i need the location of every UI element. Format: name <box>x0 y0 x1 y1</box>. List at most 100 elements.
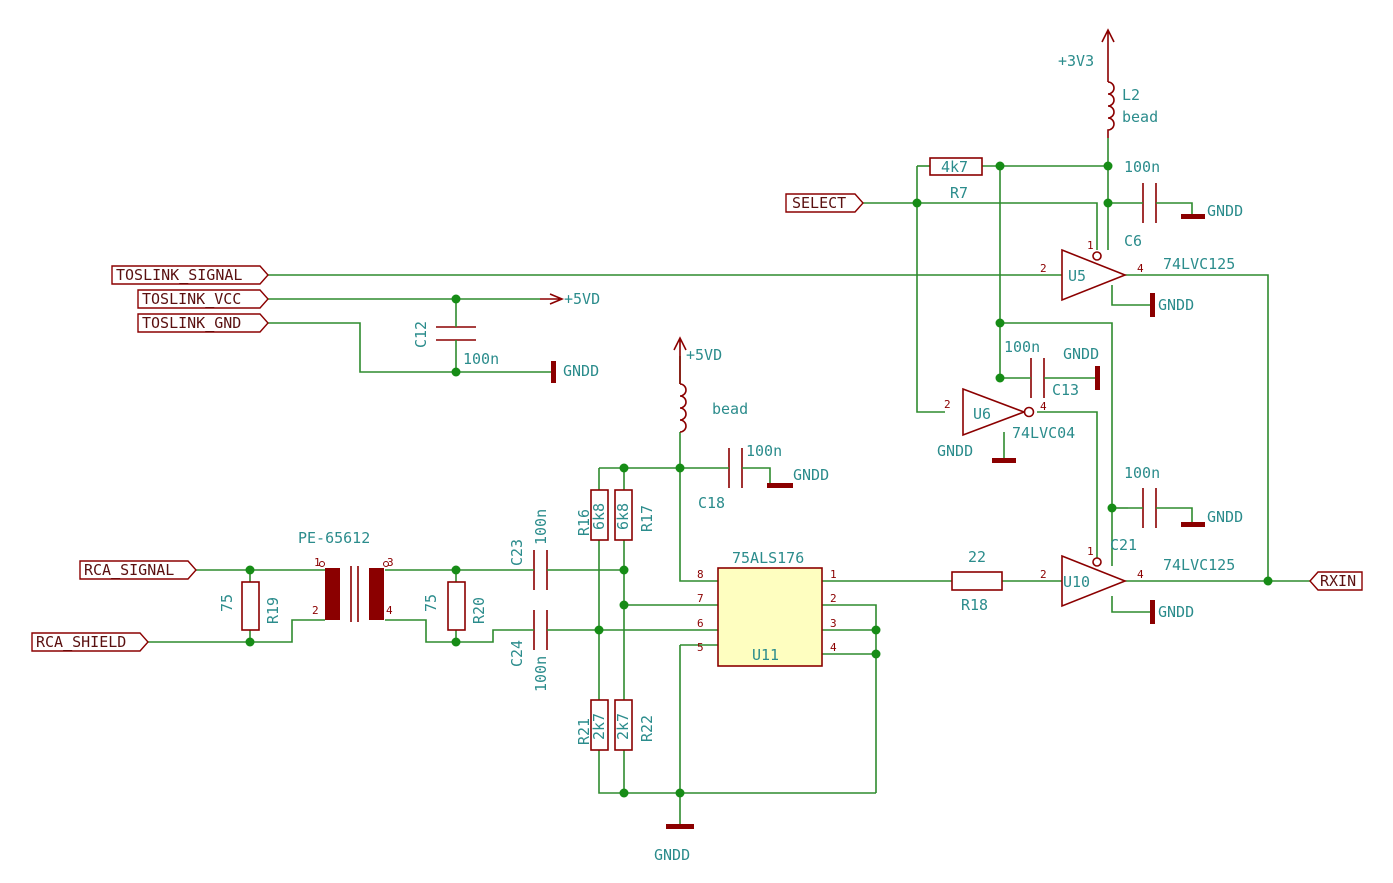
svg-text:RCA_SHIELD: RCA_SHIELD <box>36 633 126 651</box>
buffer-u10: U10 74LVC125 2 4 1 <box>1040 545 1235 608</box>
toslink-gnd-label[interactable]: TOSLINK_GND <box>137 313 269 333</box>
svg-text:RCA_SIGNAL: RCA_SIGNAL <box>84 561 174 579</box>
capacitor-c13: 100n C13 <box>1004 338 1079 399</box>
resistor-r7: 4k7 R7 <box>929 157 983 202</box>
svg-text:6k8: 6k8 <box>614 503 632 530</box>
gnd-symbols: GNDD GNDD GNDD GNDD GNDD GNDD GNDD GNDD … <box>551 202 1243 864</box>
resistor-r22: 2k7 R22 <box>614 699 656 751</box>
svg-text:2: 2 <box>944 398 951 411</box>
rca-signal-label[interactable]: RCA_SIGNAL <box>79 560 197 580</box>
capacitor-c24: C24 100n <box>508 610 552 692</box>
resistor-r18: 22 R18 <box>951 548 1003 614</box>
toslink-vcc-label[interactable]: TOSLINK_VCC <box>137 289 269 309</box>
svg-text:TOSLINK_VCC: TOSLINK_VCC <box>142 290 241 308</box>
svg-text:C13: C13 <box>1052 381 1079 399</box>
inductor-bead-5vd: bead <box>679 383 748 433</box>
svg-text:U6: U6 <box>973 405 991 423</box>
svg-text:100n: 100n <box>532 656 550 692</box>
capacitor-c6: 100n C6 <box>1124 158 1170 250</box>
svg-text:U10: U10 <box>1063 573 1090 591</box>
resistor-r19: 75 R19 <box>218 581 282 631</box>
resistor-r17: 6k8 R17 <box>614 489 656 541</box>
svg-text:74LVC125: 74LVC125 <box>1163 255 1235 273</box>
capacitor-c12: C12 100n <box>412 321 499 368</box>
svg-text:74LVC125: 74LVC125 <box>1163 556 1235 574</box>
inverter-u6: U6 74LVC04 2 4 <box>944 387 1075 442</box>
junctions <box>245 161 1273 798</box>
svg-text:2: 2 <box>830 592 837 605</box>
toslink-signal-label[interactable]: TOSLINK_SIGNAL <box>111 265 269 285</box>
svg-text:GNDD: GNDD <box>1063 345 1099 363</box>
svg-text:C6: C6 <box>1124 232 1142 250</box>
svg-text:+3V3: +3V3 <box>1058 52 1094 70</box>
svg-text:C21: C21 <box>1110 536 1137 554</box>
rca-shield-label[interactable]: RCA_SHIELD <box>31 632 149 652</box>
svg-text:75ALS176: 75ALS176 <box>732 549 804 567</box>
svg-text:3: 3 <box>830 617 837 630</box>
svg-text:2: 2 <box>1040 568 1047 581</box>
svg-text:1: 1 <box>314 556 321 569</box>
svg-text:L2: L2 <box>1122 86 1140 104</box>
svg-text:5: 5 <box>697 641 704 654</box>
svg-text:R22: R22 <box>638 715 656 742</box>
svg-text:2k7: 2k7 <box>614 713 632 740</box>
svg-text:R7: R7 <box>950 184 968 202</box>
svg-text:R21: R21 <box>575 718 593 745</box>
svg-text:1: 1 <box>1087 545 1094 558</box>
svg-text:GNDD: GNDD <box>937 442 973 460</box>
power-5vd-arrow-a: +5VD <box>540 290 600 308</box>
svg-text:2: 2 <box>312 604 319 617</box>
inductor-l2: L2 bead <box>1107 81 1158 138</box>
svg-text:+5VD: +5VD <box>564 290 600 308</box>
svg-text:C24: C24 <box>508 640 526 667</box>
svg-text:4: 4 <box>830 641 837 654</box>
svg-text:C23: C23 <box>508 539 526 566</box>
svg-text:GNDD: GNDD <box>1158 603 1194 621</box>
ic-u11: 75ALS176 U11 8 7 6 5 1 2 3 4 <box>697 549 837 667</box>
svg-text:4: 4 <box>1040 400 1047 413</box>
svg-text:100n: 100n <box>463 350 499 368</box>
svg-text:C18: C18 <box>698 494 725 512</box>
svg-text:TOSLINK_SIGNAL: TOSLINK_SIGNAL <box>116 266 242 284</box>
capacitor-c21: 100n C21 <box>1110 464 1170 554</box>
svg-text:2k7: 2k7 <box>590 713 608 740</box>
svg-text:+5VD: +5VD <box>686 346 722 364</box>
svg-text:R20: R20 <box>470 597 488 624</box>
svg-text:6k8: 6k8 <box>590 503 608 530</box>
svg-text:22: 22 <box>968 548 986 566</box>
svg-text:U11: U11 <box>752 646 779 664</box>
svg-text:100n: 100n <box>1004 338 1040 356</box>
svg-text:100n: 100n <box>1124 158 1160 176</box>
power-5vd-arrow-b: +5VD <box>673 336 722 384</box>
svg-text:GNDD: GNDD <box>563 362 599 380</box>
select-label[interactable]: SELECT <box>785 193 864 213</box>
svg-text:U5: U5 <box>1068 267 1086 285</box>
transformer-pe65612: PE-65612 1 2 3 4 <box>298 529 394 622</box>
svg-text:GNDD: GNDD <box>1207 508 1243 526</box>
svg-text:4: 4 <box>1137 568 1144 581</box>
resistor-r16: R16 6k8 <box>575 489 609 541</box>
svg-text:bead: bead <box>712 400 748 418</box>
resistor-r20: 75 R20 <box>422 581 488 631</box>
svg-text:TOSLINK_GND: TOSLINK_GND <box>142 314 241 332</box>
svg-text:75: 75 <box>422 594 440 612</box>
capacitor-c23: C23 100n <box>508 509 552 590</box>
svg-text:100n: 100n <box>1124 464 1160 482</box>
svg-text:100n: 100n <box>532 509 550 545</box>
rxin-label[interactable]: RXIN <box>1309 571 1363 591</box>
buffer-u5: U5 74LVC125 2 4 1 <box>1040 239 1235 302</box>
svg-text:R18: R18 <box>961 596 988 614</box>
svg-text:GNDD: GNDD <box>793 466 829 484</box>
svg-text:R17: R17 <box>638 505 656 532</box>
svg-text:2: 2 <box>1040 262 1047 275</box>
svg-text:GNDD: GNDD <box>1158 296 1194 314</box>
resistor-r21: R21 2k7 <box>575 699 609 751</box>
svg-text:SELECT: SELECT <box>792 194 846 212</box>
svg-text:C12: C12 <box>412 321 430 348</box>
svg-text:1: 1 <box>830 568 837 581</box>
svg-text:GNDD: GNDD <box>654 846 690 864</box>
svg-text:GNDD: GNDD <box>1207 202 1243 220</box>
capacitor-c18: 100n C18 <box>698 442 782 512</box>
power-3v3-arrow: +3V3 <box>1058 28 1115 82</box>
